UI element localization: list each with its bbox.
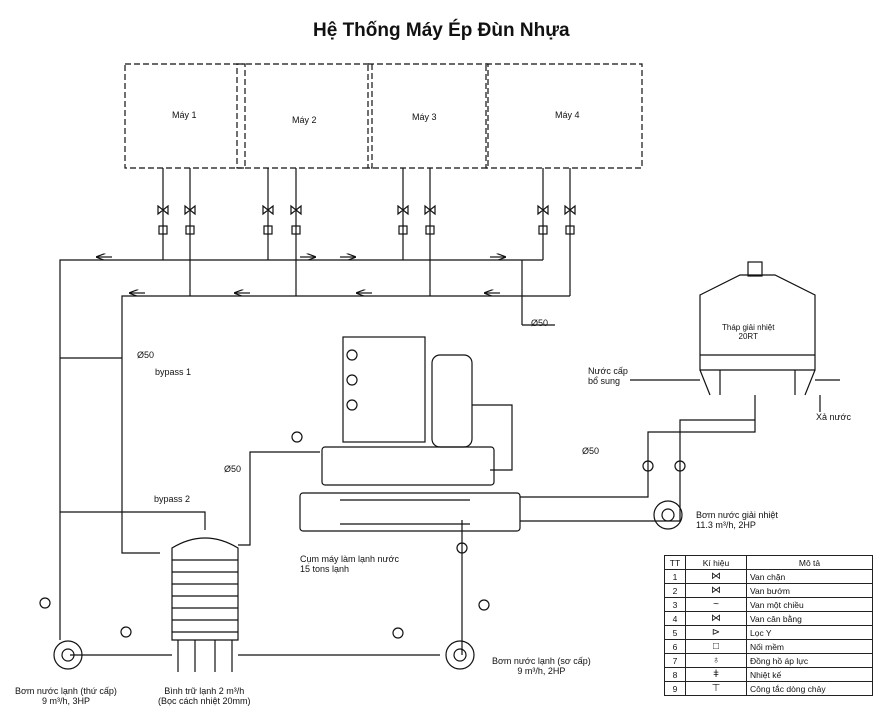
legend-row: 5⊳Lọc Y: [664, 625, 873, 640]
legend-table: TT Kí hiệu Mô tả 1⋈Van chặn 2⋈Van bướm 3…: [664, 555, 873, 696]
cooling-tower: [699, 261, 816, 396]
diagram-title: Hệ Thống Máy Ép Đùn Nhựa: [313, 20, 570, 41]
machine-branch-pipes: [162, 168, 571, 296]
machine-boxes: [124, 63, 643, 169]
legend-tt: 1: [664, 569, 686, 584]
legend-row: 4⋈Van cân bằng: [664, 611, 873, 626]
pipe-size-tank: Ø50: [224, 464, 242, 474]
machine-label-1: Máy 1: [172, 110, 197, 120]
legend-symbol: □: [685, 639, 747, 654]
legend-tt: 8: [664, 667, 686, 682]
legend-symbol: ⋈: [685, 611, 747, 626]
legend-desc: Đồng hồ áp lực: [746, 653, 873, 668]
legend-symbol: ǂ: [685, 667, 747, 682]
pipe-size-main: Ø50: [531, 318, 549, 328]
legend-tt: 2: [664, 583, 686, 598]
legend-header-tt: TT: [664, 555, 686, 570]
legend-desc: Nối mềm: [746, 639, 873, 654]
machine-box-2: [236, 63, 373, 169]
legend-symbol: ⊤: [685, 681, 747, 696]
legend-symbol: ♁: [685, 653, 747, 668]
legend-symbol: ⋈: [685, 583, 747, 598]
secondary-pump: [53, 640, 83, 670]
legend-header-symbol: Kí hiệu: [685, 555, 747, 570]
bypass-1-label: bypass 1: [155, 367, 192, 377]
legend-desc: Van cân bằng: [746, 611, 873, 626]
machine-label-2: Máy 2: [292, 115, 317, 125]
cooling-pump-label: Bơm nước giải nhiệt 11.3 m³/h, 2HP: [696, 510, 778, 530]
legend-row: 3~Van một chiều: [664, 597, 873, 612]
flow-arrows: [97, 257, 505, 293]
legend-header-desc: Mô tả: [746, 555, 873, 570]
drop-valves: [157, 204, 576, 235]
legend-tt: 3: [664, 597, 686, 612]
bypass-2-label: bypass 2: [154, 494, 191, 504]
pipe-size-tower: Ø50: [582, 446, 600, 456]
legend-symbol: ⊳: [685, 625, 747, 640]
drain-label: Xả nước: [816, 412, 851, 422]
legend-tt: 9: [664, 681, 686, 696]
machine-box-1: [124, 63, 246, 169]
machine-label-4: Máy 4: [555, 110, 580, 120]
legend-row: 6□Nối mềm: [664, 639, 873, 654]
pipe-size-bypass: Ø50: [137, 350, 155, 360]
legend-tt: 7: [664, 653, 686, 668]
legend-desc: Công tắc dòng chảy: [746, 681, 873, 696]
makeup-water-label: Nước cấp bổ sung: [588, 366, 628, 386]
storage-tank-label: Bình trữ lạnh 2 m³/h (Bọc cách nhiệt 20m…: [158, 686, 251, 706]
legend-row: 2⋈Van bướm: [664, 583, 873, 598]
legend-tt: 4: [664, 611, 686, 626]
supply-header: [59, 259, 543, 598]
legend-symbol: ⋈: [685, 569, 747, 584]
return-header: [121, 295, 570, 554]
secondary-pump-label: Bơm nước lạnh (thứ cấp) 9 m³/h, 3HP: [15, 686, 117, 706]
chiller-unit: [299, 336, 521, 532]
legend-desc: Van bướm: [746, 583, 873, 598]
legend-row: 1⋈Van chặn: [664, 569, 873, 584]
machine-box-4: [485, 63, 643, 169]
legend-tt: 5: [664, 625, 686, 640]
legend-tt: 6: [664, 639, 686, 654]
cooling-pump: [653, 500, 683, 530]
legend-desc: Van chặn: [746, 569, 873, 584]
legend-desc: Van một chiều: [746, 597, 873, 612]
machine-box-3: [367, 63, 489, 169]
legend-symbol: ~: [685, 597, 747, 612]
storage-tank: [171, 537, 239, 672]
machine-label-3: Máy 3: [412, 112, 437, 122]
legend-header-row: TT Kí hiệu Mô tả: [664, 555, 873, 570]
cooling-tower-label: Tháp giải nhiệt 20RT: [722, 323, 775, 341]
primary-pump: [445, 640, 475, 670]
legend-row: 7♁Đồng hồ áp lực: [664, 653, 873, 668]
legend-desc: Nhiệt kế: [746, 667, 873, 682]
legend-desc: Lọc Y: [746, 625, 873, 640]
primary-pump-label: Bơm nước lạnh (sơ cấp) 9 m³/h, 2HP: [492, 656, 591, 676]
legend-row: 9⊤Công tắc dòng chảy: [664, 681, 873, 696]
chiller-label: Cụm máy làm lạnh nước 15 tons lạnh: [300, 554, 399, 574]
